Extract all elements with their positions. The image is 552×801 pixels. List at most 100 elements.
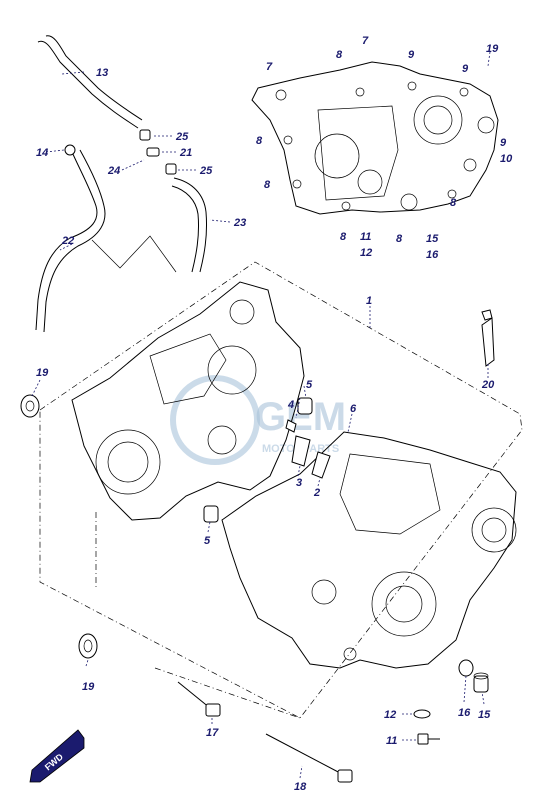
callout-25-lower: 25 xyxy=(199,165,213,177)
callout-19-left: 19 xyxy=(36,367,49,379)
callout-5-upper: 5 xyxy=(306,379,313,391)
left-case-gear-bore xyxy=(207,345,257,395)
callout-19-top: 19 xyxy=(486,43,499,55)
inset-boss-rightlow xyxy=(463,158,477,172)
inset-dowel-8d xyxy=(447,189,457,199)
callout-24: 24 xyxy=(107,165,120,177)
callout-labels: 13 14 25 21 25 24 23 22 7 7 8 9 9 19 8 9… xyxy=(36,35,513,793)
callout-12: 12 xyxy=(384,709,396,721)
callout-9-right: 9 xyxy=(462,63,469,75)
bolt-18 xyxy=(265,733,353,783)
inset-case-outline xyxy=(251,61,499,215)
inset-dowel-9b xyxy=(459,87,469,97)
callout-13: 13 xyxy=(96,67,108,79)
callout-1: 1 xyxy=(366,295,372,307)
inset-boss-right xyxy=(477,116,495,134)
inset-dowel-7 xyxy=(275,89,287,101)
pin-19 xyxy=(481,309,493,321)
inset-dowel-8 xyxy=(283,135,293,145)
inset-dowel-8b xyxy=(292,179,302,189)
clamp-14 xyxy=(64,144,76,156)
inset-boss-bottom xyxy=(400,193,418,211)
callout-25-upper: 25 xyxy=(175,131,189,143)
gasket-3 xyxy=(291,435,311,467)
callout-15-inset: 15 xyxy=(426,233,439,245)
right-case-web xyxy=(339,453,441,535)
callout-12-inset: 12 xyxy=(360,247,372,259)
callout-8-bottom2: 8 xyxy=(396,233,403,245)
assembly-boundary xyxy=(39,261,523,719)
leader-16 xyxy=(463,675,467,703)
inset-bearing-left xyxy=(314,133,360,179)
callout-11: 11 xyxy=(386,735,397,747)
inset-dowel-8c xyxy=(341,201,351,211)
right-case-outline xyxy=(221,431,517,669)
leader-18 xyxy=(299,765,303,779)
hose-23 xyxy=(173,177,207,273)
leader-3 xyxy=(297,465,301,477)
callout-16: 16 xyxy=(458,707,471,719)
callout-9-top: 9 xyxy=(408,49,415,61)
callout-20: 20 xyxy=(481,379,495,391)
left-case-crank-bore xyxy=(95,429,161,495)
callout-19-bottom: 19 xyxy=(82,681,95,693)
dowel-5-upper xyxy=(297,397,313,415)
callout-7-top: 7 xyxy=(362,35,369,47)
hose-13-edge xyxy=(45,35,143,121)
hose-22-edge xyxy=(43,149,106,333)
callout-8-top: 8 xyxy=(336,49,343,61)
callout-22: 22 xyxy=(61,235,74,247)
dowel-5-lower xyxy=(203,505,219,523)
leader-14 xyxy=(45,149,65,153)
plug-15 xyxy=(473,672,489,693)
crankcase-left-half xyxy=(71,281,305,521)
bolt-guide-line xyxy=(154,667,301,719)
right-case-boss xyxy=(311,579,337,605)
leader-23 xyxy=(209,219,231,223)
inset-web xyxy=(317,105,399,201)
callout-16-inset: 16 xyxy=(426,249,439,261)
hose-13 xyxy=(37,40,139,129)
leader-6 xyxy=(347,413,353,433)
hose-22 xyxy=(35,151,98,331)
left-case-crank-inner xyxy=(107,441,149,483)
callout-5-lower: 5 xyxy=(204,535,211,547)
washer-12 xyxy=(413,709,431,719)
left-case-upper-bore xyxy=(229,299,255,325)
callout-7-left: 7 xyxy=(266,61,273,73)
inset-dowel-9 xyxy=(407,81,417,91)
callout-11-inset: 11 xyxy=(360,231,371,243)
leader-lines xyxy=(31,51,491,779)
left-case-outline xyxy=(71,281,305,521)
inset-bearing-inner xyxy=(423,105,453,135)
leader-15 xyxy=(481,691,485,705)
callout-21: 21 xyxy=(179,147,192,159)
callout-10: 10 xyxy=(500,153,513,165)
washer-16 xyxy=(458,659,474,677)
fitting-25-lower xyxy=(165,163,177,175)
leader-5b xyxy=(207,521,211,533)
hose-23-edge xyxy=(171,185,199,273)
left-case-lower-bore xyxy=(207,425,237,455)
callout-23: 23 xyxy=(233,217,246,229)
callout-9-lowright: 9 xyxy=(500,137,507,149)
oil-seal-19-lower xyxy=(78,633,98,659)
callout-8-right: 8 xyxy=(450,197,457,209)
callout-8-midleft: 8 xyxy=(264,179,271,191)
right-case-dowel xyxy=(343,647,357,661)
inset-bearing-main xyxy=(413,95,463,145)
leader-19a xyxy=(31,379,41,397)
leader-2 xyxy=(317,477,321,487)
inset-dowel-top xyxy=(355,87,365,97)
callout-8-bottom: 8 xyxy=(340,231,347,243)
leader-24 xyxy=(121,159,145,171)
callout-3: 3 xyxy=(296,477,302,489)
fitting-25-upper xyxy=(139,129,151,141)
fitting-21 xyxy=(146,147,160,157)
callout-8-left: 8 xyxy=(256,135,263,147)
right-case-crank-bore xyxy=(371,571,437,637)
callout-6: 6 xyxy=(350,403,357,415)
leader-19b xyxy=(85,659,89,667)
